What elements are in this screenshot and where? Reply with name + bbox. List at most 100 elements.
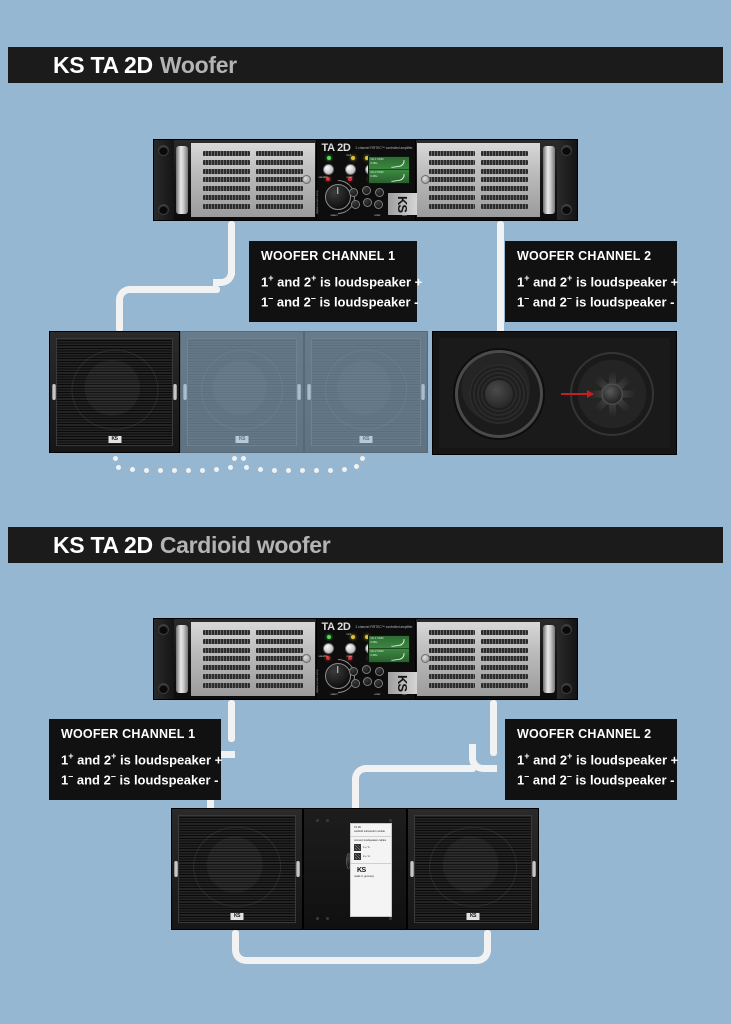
- cable-card-ch2-left: [368, 765, 476, 772]
- standby-label: standby: [318, 655, 328, 658]
- vent-panel-left: [191, 622, 315, 696]
- airflow-arrow-icon: [561, 390, 594, 398]
- nav-button-up-left[interactable]: [348, 667, 358, 676]
- standby-led-red-icon: [325, 177, 330, 181]
- cabinet-handle-left[interactable]: [52, 384, 56, 400]
- woofer-cabinet-3[interactable]: KS: [304, 331, 428, 453]
- nav-enter-label: enter: [374, 214, 381, 217]
- cable-ch1-elbow-1: [213, 264, 235, 286]
- amplifier-brand-label: TA 2D: [321, 142, 351, 154]
- callout-woofer-channel-1: WOOFER CHANNEL 1 1+ and 2+ is loudspeake…: [249, 241, 423, 323]
- rack-handle-right[interactable]: [543, 146, 555, 214]
- spec-note-section: connect loudspeaker cables 1+ / 1- 2+ / …: [351, 837, 391, 865]
- spec-note: connect loudspeaker cables: [354, 839, 387, 843]
- nav-enter-label: enter: [374, 693, 381, 696]
- vent-panel-right: [416, 622, 540, 696]
- cabinet-handle-right[interactable]: [296, 861, 300, 877]
- cabinet-ks-badge: KS: [230, 913, 244, 920]
- navigation-pad[interactable]: [348, 665, 385, 693]
- nav-button-up[interactable]: [361, 665, 371, 674]
- cabinet-handle-left[interactable]: [183, 384, 187, 400]
- cardioid-cabinet-right[interactable]: KS: [407, 808, 539, 930]
- select-knob[interactable]: [324, 663, 351, 689]
- nav-button-enter[interactable]: [350, 679, 360, 688]
- mute-button-ch1[interactable]: [344, 164, 356, 175]
- standby-button[interactable]: [322, 643, 334, 654]
- nav-button-up[interactable]: [361, 186, 371, 195]
- cardioid-center-module[interactable]: TA 2D cardioid subwoofer module connect …: [303, 808, 407, 930]
- woofer-cabinet-cutaway[interactable]: [432, 331, 677, 455]
- nav-button-center[interactable]: [362, 198, 372, 207]
- rack-ear-left: [154, 140, 174, 220]
- navigation-pad[interactable]: [348, 186, 385, 214]
- callout-cardioid-channel-1: WOOFER CHANNEL 1 1+ and 2+ is loudspeake…: [49, 719, 222, 801]
- cable-ch1-seg-down: [228, 221, 235, 277]
- amplifier-control-panel[interactable]: TA 2D 2 channel FIRTEC™ controlled ampli…: [313, 619, 418, 701]
- connector-symbol-2-icon: [354, 853, 361, 861]
- cable-card-ch2-elbow-1: [469, 744, 497, 772]
- select-knob-label: select: [330, 214, 338, 217]
- limit-label: limit: [346, 633, 352, 636]
- cardioid-cabinet-left[interactable]: KS: [171, 808, 303, 930]
- cabinet-ks-badge: KS: [466, 913, 480, 920]
- callout-title: WOOFER CHANNEL 2: [517, 249, 652, 263]
- callout-title: WOOFER CHANNEL 2: [517, 727, 652, 741]
- lcd-row2-line1: CH 2 TA2D: [370, 650, 384, 653]
- section-title-primary: KS TA 2D: [53, 51, 153, 78]
- cabinet-handle-right[interactable]: [297, 384, 301, 400]
- standby-led-green-icon: [326, 156, 331, 160]
- cabinet-grille: [56, 338, 173, 446]
- limit-led-amber-icon: [350, 156, 355, 160]
- select-knob[interactable]: [324, 184, 351, 210]
- connector-symbol-1-icon: [354, 844, 361, 852]
- standby-button[interactable]: [322, 164, 334, 175]
- section-title-primary: KS TA 2D: [53, 531, 153, 558]
- amplifier-lcd-display: CH 1 TA2D 0 dBu CH 2 TA2D 0 dBu: [367, 156, 410, 184]
- lcd-row2-line1: CH 2 TA2D: [370, 171, 384, 174]
- nav-button-up-left[interactable]: [348, 188, 358, 197]
- panel-screw: [420, 175, 430, 184]
- nav-button-center[interactable]: [362, 677, 372, 686]
- mute-label: mute: [346, 176, 353, 179]
- spec-terminal-2: 2+ / 2-: [363, 854, 371, 858]
- cabinet-handle-left[interactable]: [410, 861, 414, 877]
- cabinet-grille: [178, 815, 296, 923]
- cabinet-handle-left[interactable]: [307, 384, 311, 400]
- amplifier-subtitle-label: 2 channel FIRTEC™ controlled amplifier: [355, 146, 413, 150]
- rack-ear-right: [557, 140, 577, 220]
- mute-button-ch1[interactable]: [344, 643, 356, 654]
- panel-screw: [301, 175, 311, 184]
- lcd-row1-line1: CH 1 TA2D: [370, 637, 384, 640]
- nav-exit-label: exit: [402, 214, 407, 217]
- callout-line-2: 1– and 2– is loudspeaker -: [61, 771, 219, 788]
- amplifier-control-panel[interactable]: TA 2D 2 channel FIRTEC™ controlled ampli…: [313, 140, 418, 222]
- front-driver-cone: [455, 350, 543, 438]
- amplifier-unit-woofer[interactable]: TA 2D 2 channel FIRTEC™ controlled ampli…: [153, 139, 578, 222]
- woofer-cabinet-1[interactable]: KS: [49, 331, 180, 453]
- woofer-cabinet-2[interactable]: KS: [180, 331, 304, 453]
- nav-button-up-right[interactable]: [374, 667, 384, 676]
- callout-line-1: 1+ and 2+ is loudspeaker +: [261, 273, 423, 290]
- rack-handle-left[interactable]: [176, 625, 188, 693]
- callout-title: WOOFER CHANNEL 1: [61, 727, 196, 741]
- amplifier-ks-logo: KS: [387, 193, 418, 215]
- cable-card-ch1-down: [228, 700, 235, 742]
- cabinet-handle-right[interactable]: [421, 384, 425, 400]
- cable-card-link-elbow-left: [232, 938, 258, 964]
- cabinet-handle-left[interactable]: [174, 861, 178, 877]
- cabinet-handle-right[interactable]: [532, 861, 536, 877]
- cabinet-ks-badge: KS: [359, 436, 373, 443]
- nav-button-up-right[interactable]: [374, 188, 384, 197]
- lcd-eq-curve-icon: [390, 160, 405, 168]
- callout-line-2: 1– and 2– is loudspeaker -: [261, 293, 419, 310]
- rack-handle-right[interactable]: [543, 625, 555, 693]
- spec-footer: made in germany: [354, 875, 375, 879]
- nav-button-enter[interactable]: [350, 200, 360, 209]
- amplifier-unit-cardioid[interactable]: TA 2D 2 channel FIRTEC™ controlled ampli…: [153, 618, 578, 701]
- rack-handle-left[interactable]: [176, 146, 188, 214]
- cabinet-handle-right[interactable]: [173, 384, 177, 400]
- nav-button-exit[interactable]: [373, 679, 383, 688]
- cable-card-link-elbow-right: [465, 938, 491, 964]
- nav-button-exit[interactable]: [373, 200, 383, 209]
